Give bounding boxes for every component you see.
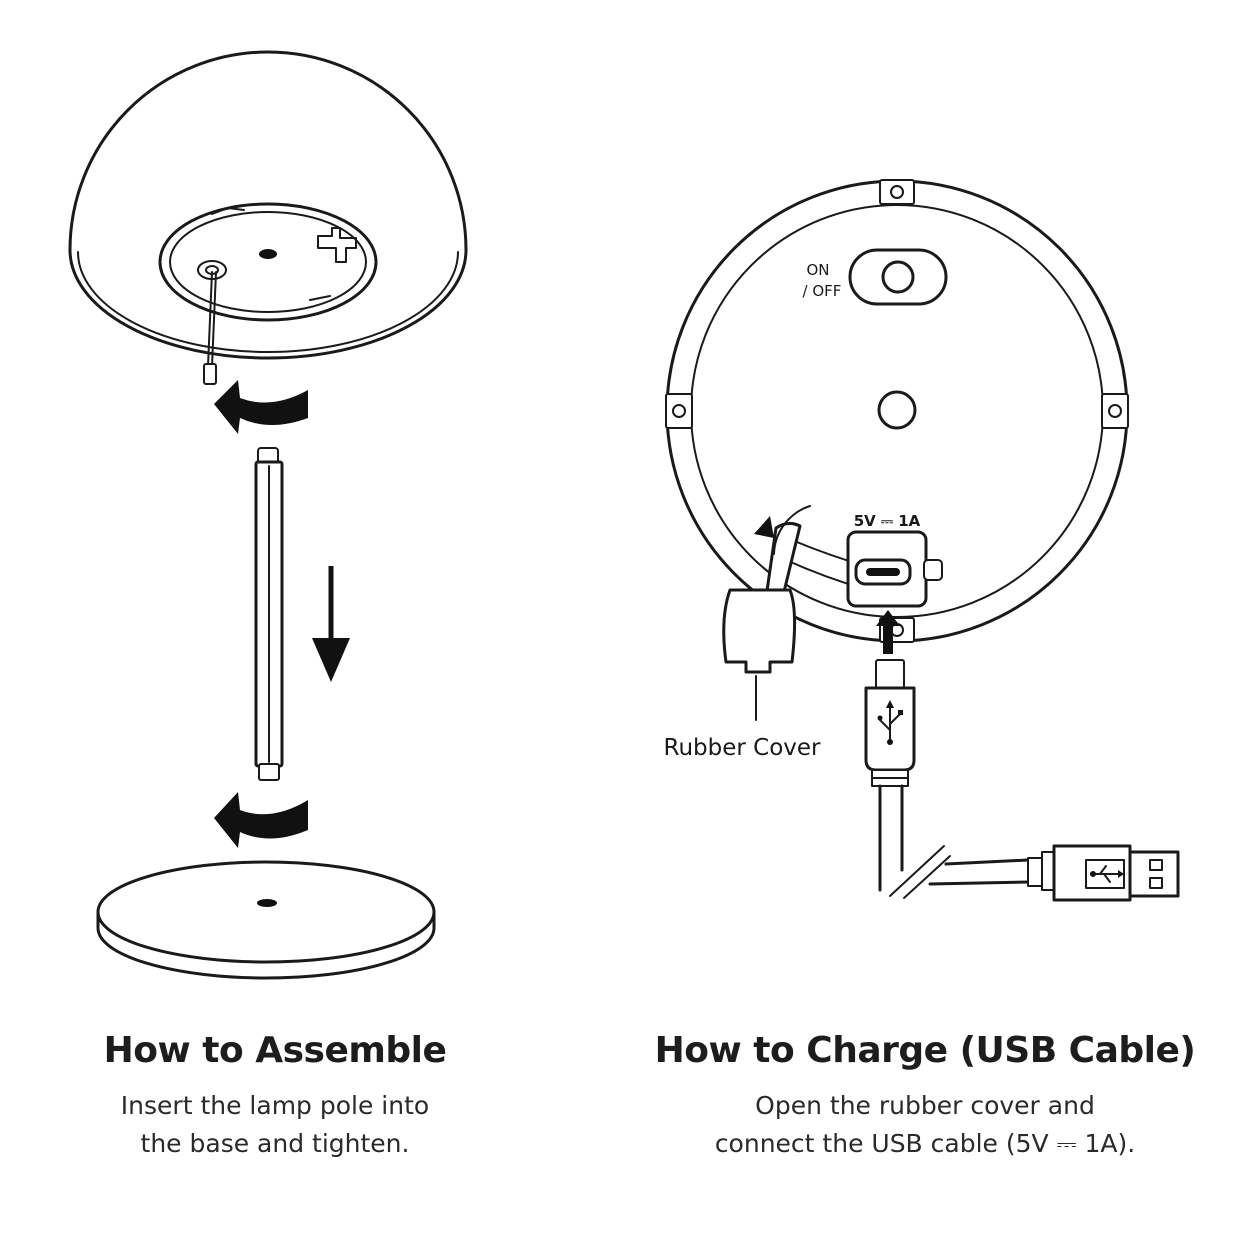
usb-a-icon [1090, 865, 1124, 883]
charge-line-1: Open the rubber cover and [755, 1091, 1095, 1120]
charge-line-2: connect the USB cable (5V ⎓ 1A). [714, 1129, 1136, 1158]
off-label: / OFF [803, 282, 842, 300]
assemble-description: Insert the lamp pole into the base and t… [40, 1087, 510, 1163]
power-switch: ON / OFF [803, 248, 948, 306]
charging-diagram: ON / OFF Rubber Cover 5V ⎓ 1A [664, 179, 1180, 902]
usb-port: 5V ⎓ 1A [846, 512, 943, 608]
usb-icon [877, 700, 903, 745]
rotate-arrow-icon-bottom [214, 792, 308, 848]
assembly-diagram [68, 50, 468, 980]
rubber-cover-label: Rubber Cover [664, 735, 822, 761]
rubber-cover: Rubber Cover [664, 505, 873, 761]
rating-label: 5V ⎓ 1A [854, 512, 921, 530]
usb-cable [864, 659, 1180, 902]
lamp-base [96, 860, 436, 980]
on-label: ON [806, 261, 829, 279]
assemble-line-2: the base and tighten. [140, 1129, 410, 1158]
lamp-shade [68, 50, 468, 385]
charge-caption: How to Charge (USB Cable) Open the rubbe… [640, 1030, 1210, 1163]
up-arrow-icon [876, 610, 900, 654]
lamp-pole [254, 447, 284, 781]
assemble-line-1: Insert the lamp pole into [120, 1091, 430, 1120]
rotate-arrow-icon-top [214, 380, 308, 434]
assemble-caption: How to Assemble Insert the lamp pole int… [40, 1030, 510, 1163]
assemble-title: How to Assemble [103, 1030, 447, 1071]
down-arrow-icon [312, 566, 350, 682]
charge-title: How to Charge (USB Cable) [654, 1030, 1196, 1071]
charge-description: Open the rubber cover and connect the US… [640, 1087, 1210, 1163]
